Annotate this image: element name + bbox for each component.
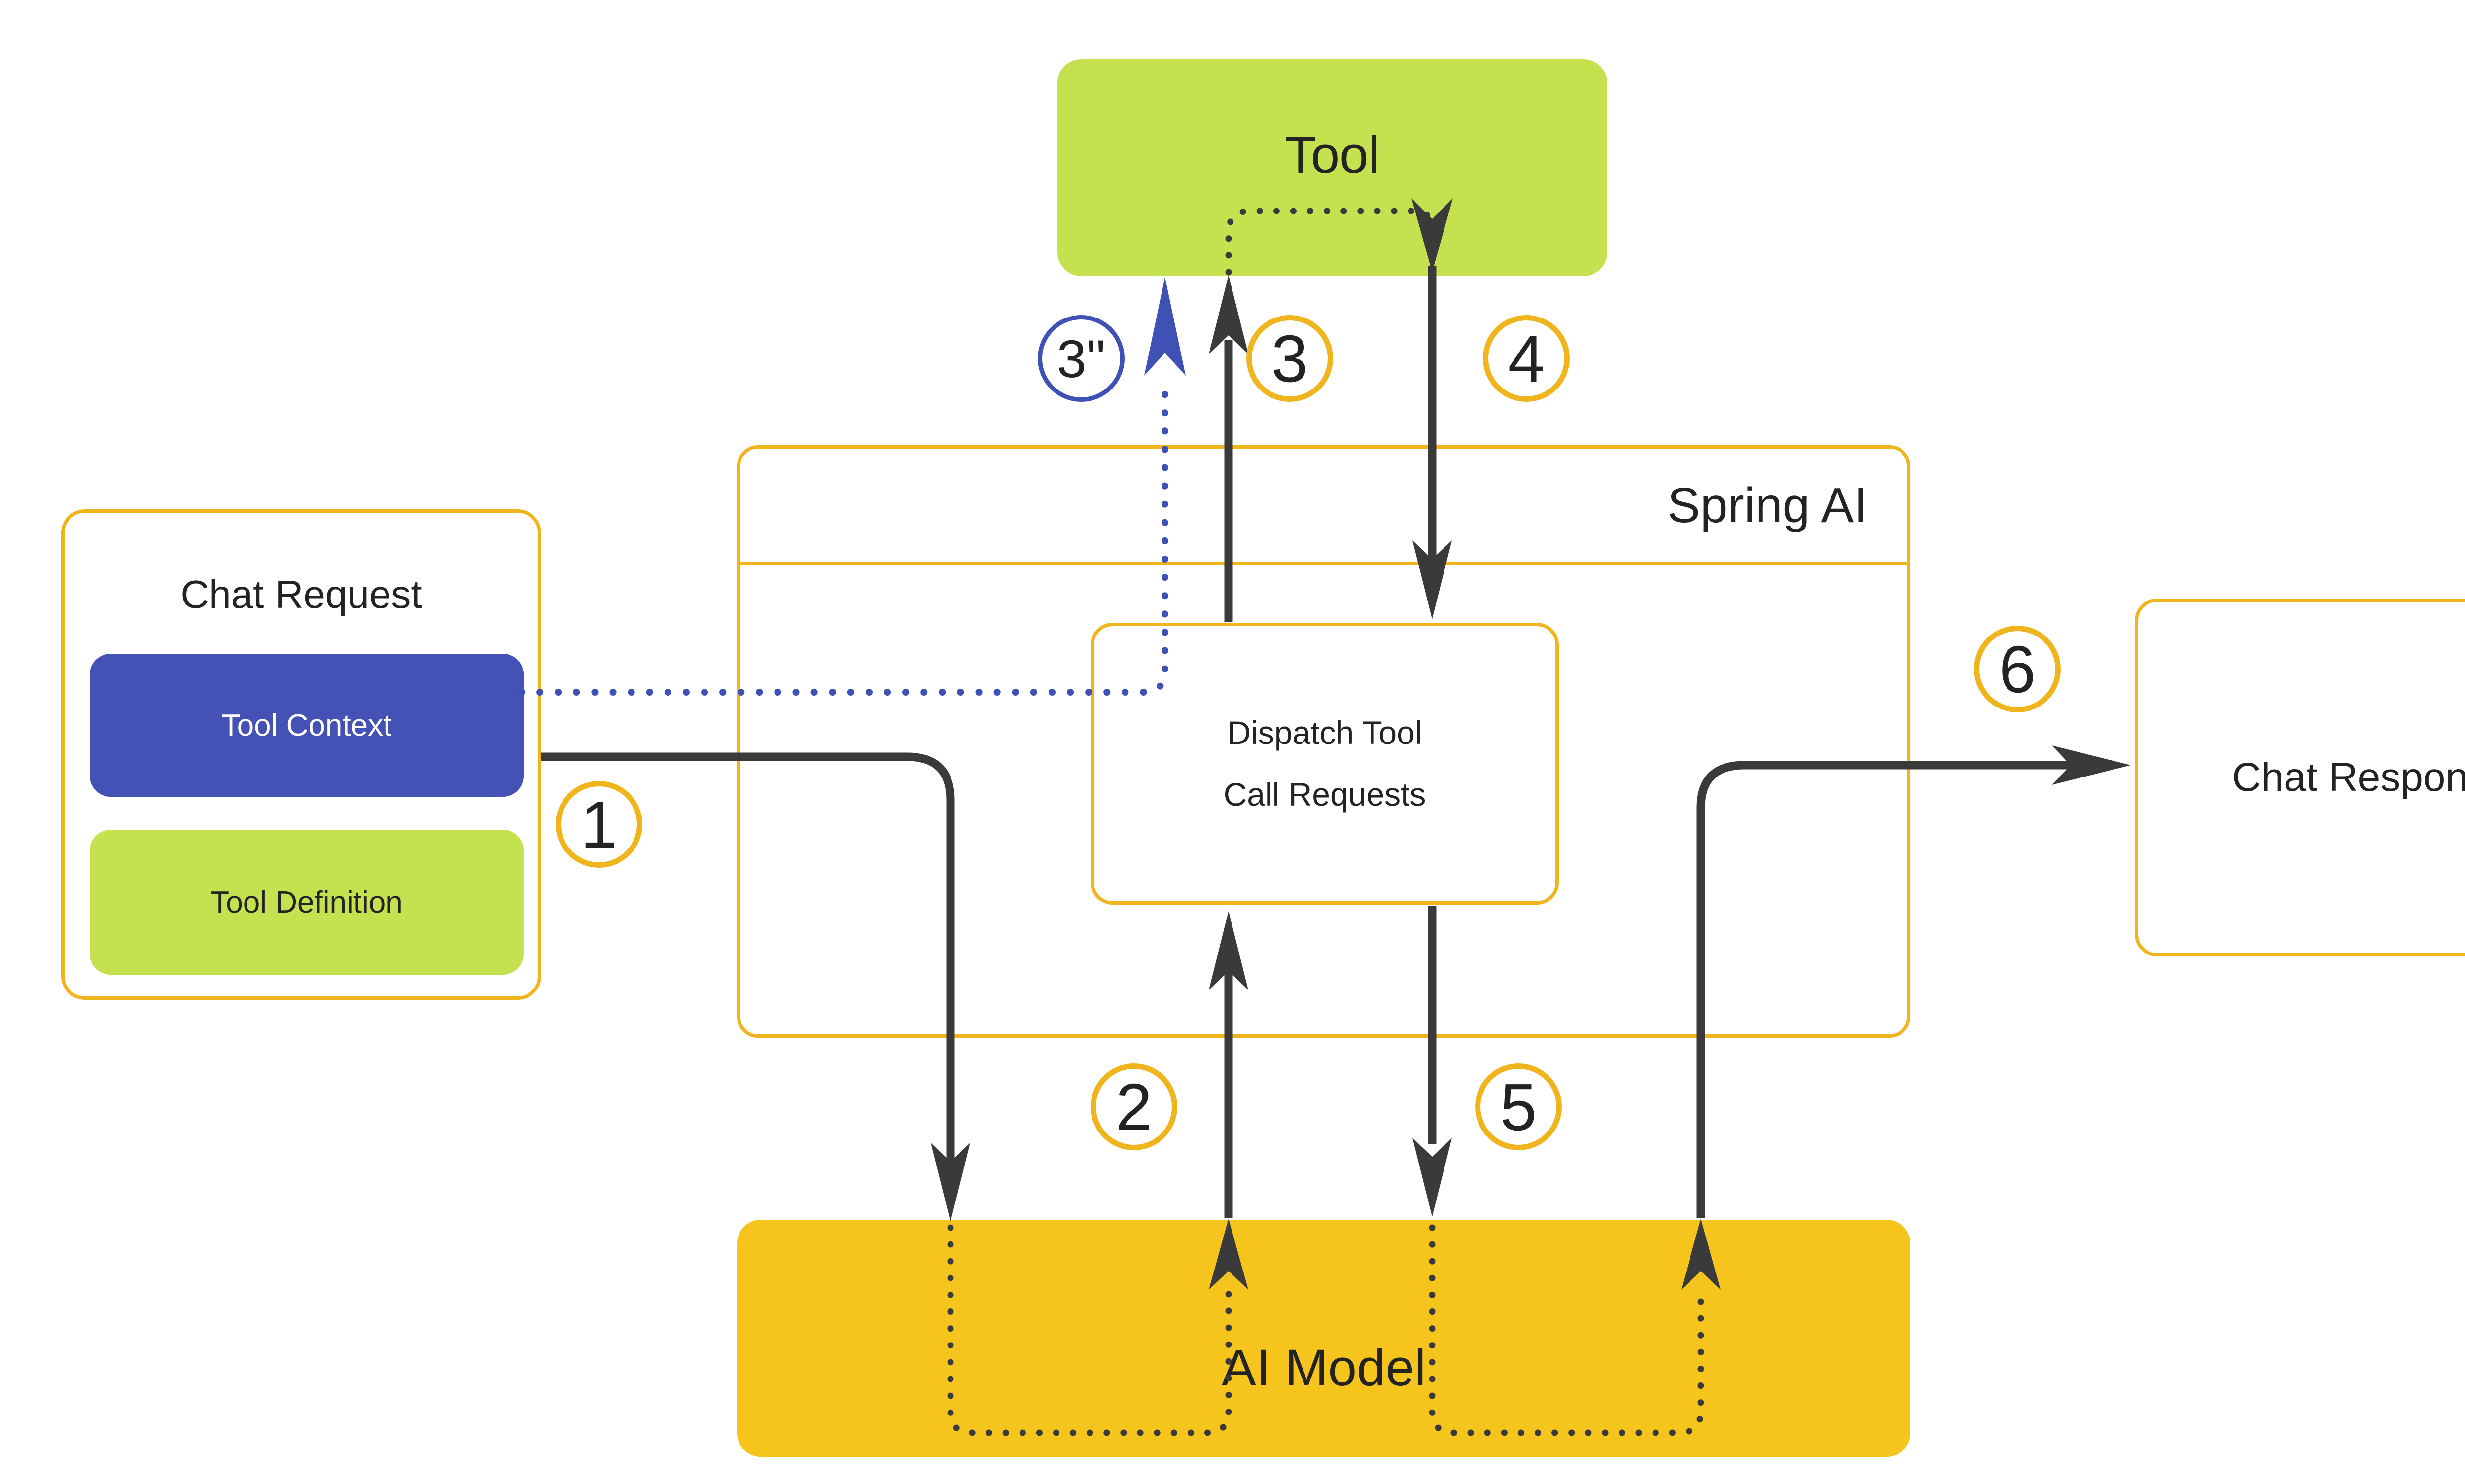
step-badge-6-label: 6 — [1999, 632, 2036, 707]
chat-request-node: Chat Request Tool Context Tool Definitio… — [61, 509, 541, 1000]
arrowhead-step-1-down — [931, 1143, 970, 1222]
step-badge-3-doubleprime-label: 3" — [1056, 328, 1106, 389]
tool-node-label: Tool — [1285, 126, 1380, 184]
spring-ai-title-bar: Spring AI — [740, 449, 1907, 565]
step-badge-3: 3 — [1246, 315, 1333, 402]
dispatch-tool-call-requests-node: Dispatch Tool Call Requests — [1091, 623, 1559, 905]
step-badge-5: 5 — [1475, 1063, 1562, 1150]
step-badge-4-label: 4 — [1508, 321, 1545, 396]
arrowhead-step-6-right — [2052, 745, 2131, 785]
tool-context-label: Tool Context — [221, 708, 392, 742]
ai-model-label: AI Model — [1221, 1339, 1426, 1397]
spring-ai-title: Spring AI — [1667, 477, 1867, 533]
arrowhead-step-3-up — [1209, 275, 1248, 354]
arrowhead-step-3-doubleprime-up — [1144, 277, 1186, 376]
arrowhead-step-5-down — [1412, 1138, 1452, 1217]
dispatch-label-line1: Dispatch Tool — [1227, 714, 1422, 751]
tool-node: Tool — [1057, 59, 1607, 276]
chat-response-node: Chat Response — [2135, 599, 2465, 956]
ai-model-node: AI Model — [737, 1220, 1910, 1457]
step-badge-5-label: 5 — [1500, 1069, 1537, 1144]
tool-context-node: Tool Context — [90, 654, 524, 797]
step-badge-3-label: 3 — [1271, 321, 1308, 396]
chat-response-label: Chat Response — [2232, 755, 2465, 800]
step-badge-1: 1 — [556, 781, 642, 868]
step-badge-2-label: 2 — [1115, 1069, 1153, 1144]
chat-request-title: Chat Request — [180, 572, 422, 616]
step-badge-2: 2 — [1091, 1063, 1177, 1150]
step-badge-4: 4 — [1483, 315, 1570, 402]
step-badge-3-doubleprime: 3" — [1038, 315, 1125, 402]
tool-definition-node: Tool Definition — [90, 830, 524, 975]
dispatch-label-line2: Call Requests — [1223, 776, 1426, 813]
tool-definition-label: Tool Definition — [211, 885, 403, 919]
step-badge-6: 6 — [1974, 626, 2061, 712]
spring-ai-container: Spring AI — [737, 445, 1910, 1038]
step-badge-1-label: 1 — [580, 787, 618, 862]
